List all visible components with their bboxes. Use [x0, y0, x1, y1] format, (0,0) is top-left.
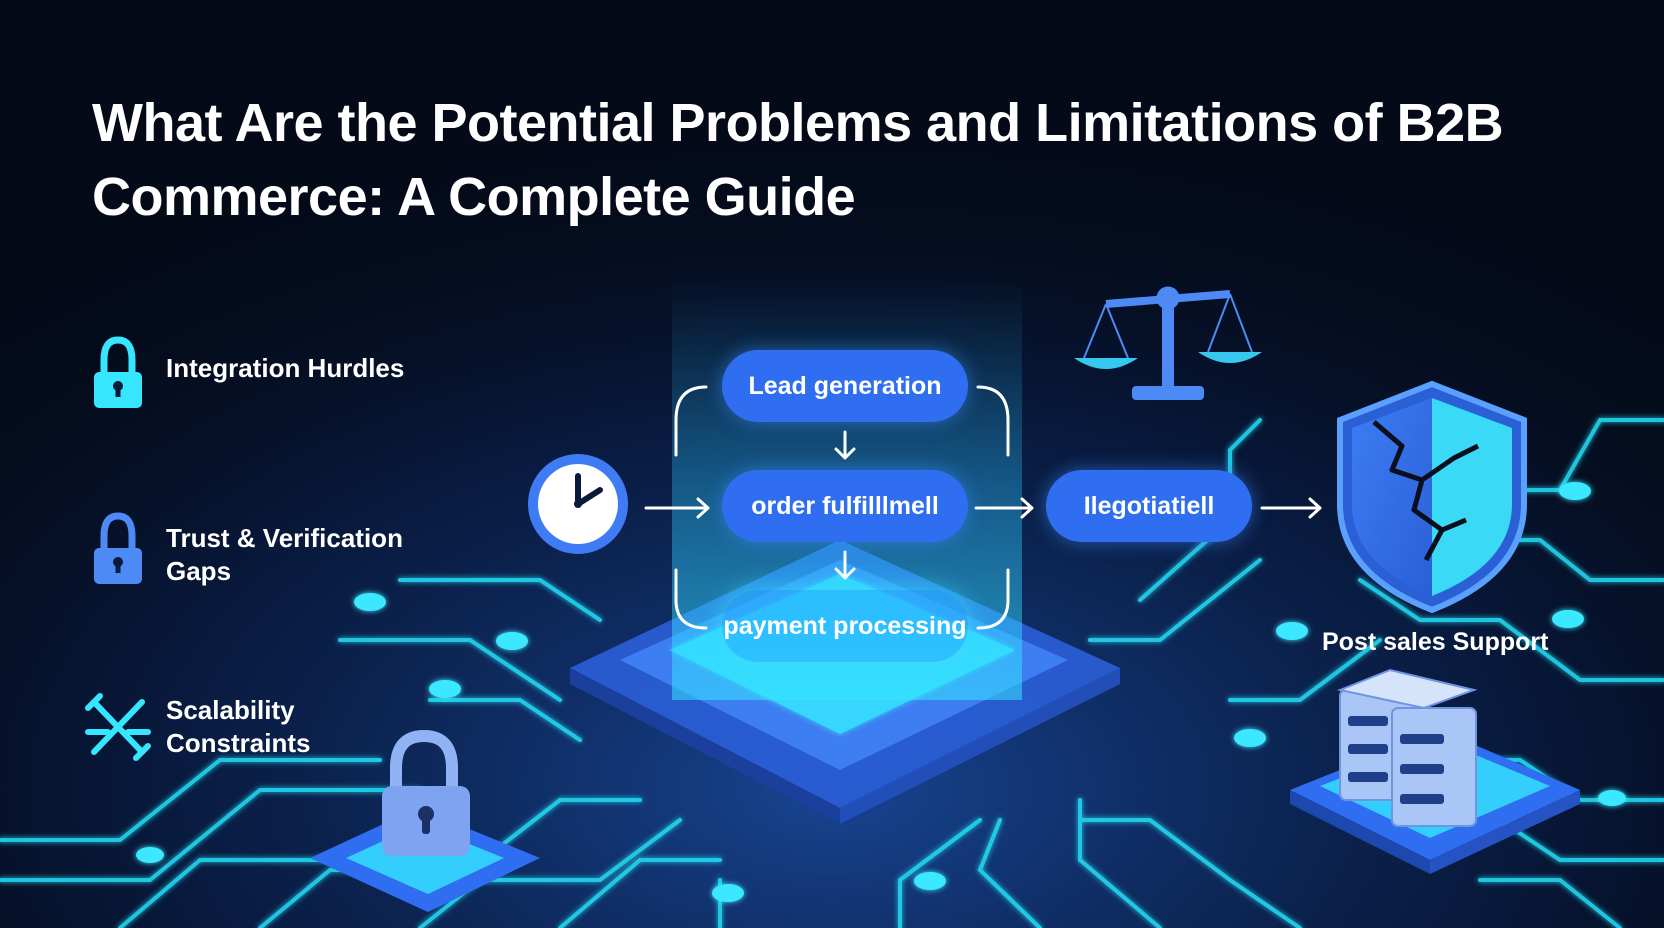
circuit-nodes — [136, 482, 1626, 902]
padlock-icon — [310, 729, 540, 912]
flow-step-negotiation: Ilegotiatiell — [1046, 470, 1252, 542]
flow-step-lead-generation: Lead generation — [722, 350, 968, 422]
issue-icon-integration — [94, 336, 142, 408]
scales-icon — [1074, 286, 1262, 400]
issue-label-line: Constraints — [166, 728, 311, 758]
server-stack-icon — [1290, 668, 1580, 874]
page-title-line-2: Commerce: A Complete Guide — [92, 167, 856, 227]
issue-label-line: Gaps — [166, 556, 232, 586]
issue-label-line: Trust & Verification — [166, 523, 403, 553]
issue-trust: Trust & Verification Gaps — [166, 522, 403, 588]
issue-integration: Integration Hurdles — [166, 352, 404, 385]
flow-step-payment-processing: payment processing — [722, 590, 968, 662]
flow-step-order-fulfillment: order fulfilllmell — [722, 470, 968, 542]
issue-label-line: Scalability — [166, 695, 295, 725]
issue-scalability: Scalability Constraints — [166, 694, 310, 760]
issue-icon-scalability — [85, 693, 151, 761]
clock-icon — [528, 454, 628, 554]
flow-connectors — [644, 385, 1322, 630]
page-title-line-1: What Are the Potential Problems and Limi… — [92, 93, 1504, 153]
post-sales-support-label: Post sales Support — [1322, 628, 1549, 656]
issue-icon-trust — [94, 512, 142, 584]
issue-label: Integration Hurdles — [166, 353, 405, 383]
circuit-traces — [0, 418, 1664, 928]
cracked-shield-icon — [1337, 380, 1527, 614]
